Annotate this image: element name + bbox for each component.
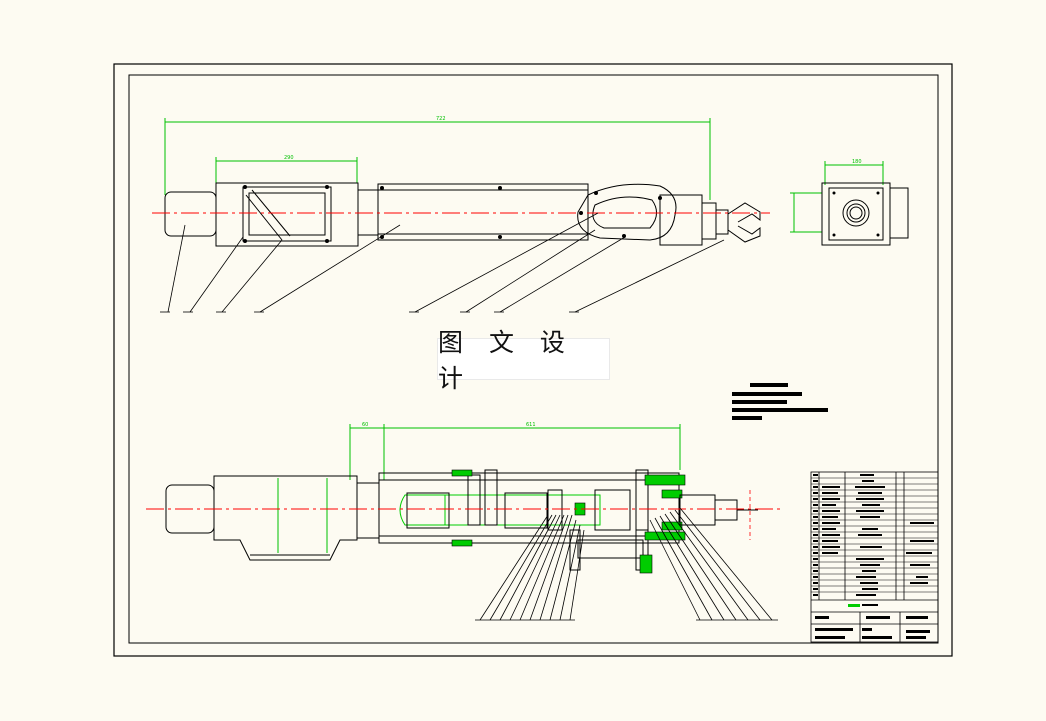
- end-view: 180: [790, 159, 909, 246]
- title-block-rows: [811, 477, 938, 593]
- watermark-label: 图 文 设 计: [437, 328, 610, 393]
- svg-text:722: 722: [436, 116, 446, 122]
- svg-text:290: 290: [284, 155, 294, 161]
- inner-frame: [128, 74, 939, 644]
- svg-text:180: 180: [852, 159, 862, 165]
- technical-notes: [732, 383, 828, 420]
- outer-frame: [113, 63, 953, 657]
- svg-text:60: 60: [362, 422, 368, 428]
- section-view: 60 611: [146, 422, 780, 621]
- title-block-text-marks: [813, 474, 934, 639]
- title-block: [810, 471, 939, 643]
- svg-text:611: 611: [526, 422, 536, 428]
- top-view: 722 290: [152, 116, 770, 313]
